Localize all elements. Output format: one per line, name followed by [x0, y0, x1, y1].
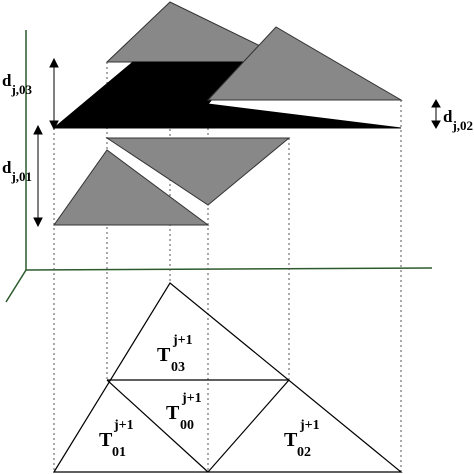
- triangle-mesh: [52, 282, 403, 473]
- svg-text:j+1: j+1: [181, 391, 202, 406]
- dimension-arrows: [33, 57, 441, 228]
- axes: [5, 30, 433, 303]
- svg-text:03: 03: [171, 360, 185, 375]
- label-d-j-01: dj,01: [2, 158, 32, 184]
- mesh-edge: [106, 379, 209, 473]
- gray-middle-triangle: [105, 137, 291, 206]
- gray-left-triangle: [53, 149, 210, 226]
- arrowhead: [49, 120, 59, 131]
- label-t00: T j+1 00: [166, 391, 202, 433]
- svg-text:02: 02: [297, 445, 311, 460]
- svg-text:00: 00: [180, 418, 194, 433]
- svg-text:j+1: j+1: [299, 418, 320, 433]
- depth-axis: [5, 269, 27, 303]
- arrowhead: [49, 57, 59, 68]
- arrowhead: [33, 124, 43, 135]
- arrowhead: [431, 98, 441, 108]
- horizontal-axis: [25, 267, 433, 271]
- svg-text:01: 01: [112, 445, 126, 460]
- arrowhead: [431, 120, 441, 130]
- label-d-j-02: dj,02: [443, 107, 473, 133]
- svg-text:T: T: [99, 429, 113, 451]
- mesh-edge: [207, 379, 290, 473]
- mesh-outer-triangle: [52, 282, 403, 473]
- arrowhead: [33, 217, 43, 228]
- svg-text:T: T: [157, 344, 171, 366]
- label-t01: T j+1 01: [99, 418, 134, 460]
- label-d-j-03: dj,03: [2, 71, 33, 97]
- svg-text:T: T: [284, 429, 298, 451]
- svg-text:j+1: j+1: [172, 333, 193, 348]
- gray-right-triangle: [206, 26, 403, 101]
- svg-text:T: T: [166, 402, 180, 424]
- label-t02: T j+1 02: [284, 418, 320, 460]
- label-t03: T j+1 03: [157, 333, 193, 375]
- svg-text:j+1: j+1: [113, 418, 134, 433]
- projection-lines: [53, 62, 402, 472]
